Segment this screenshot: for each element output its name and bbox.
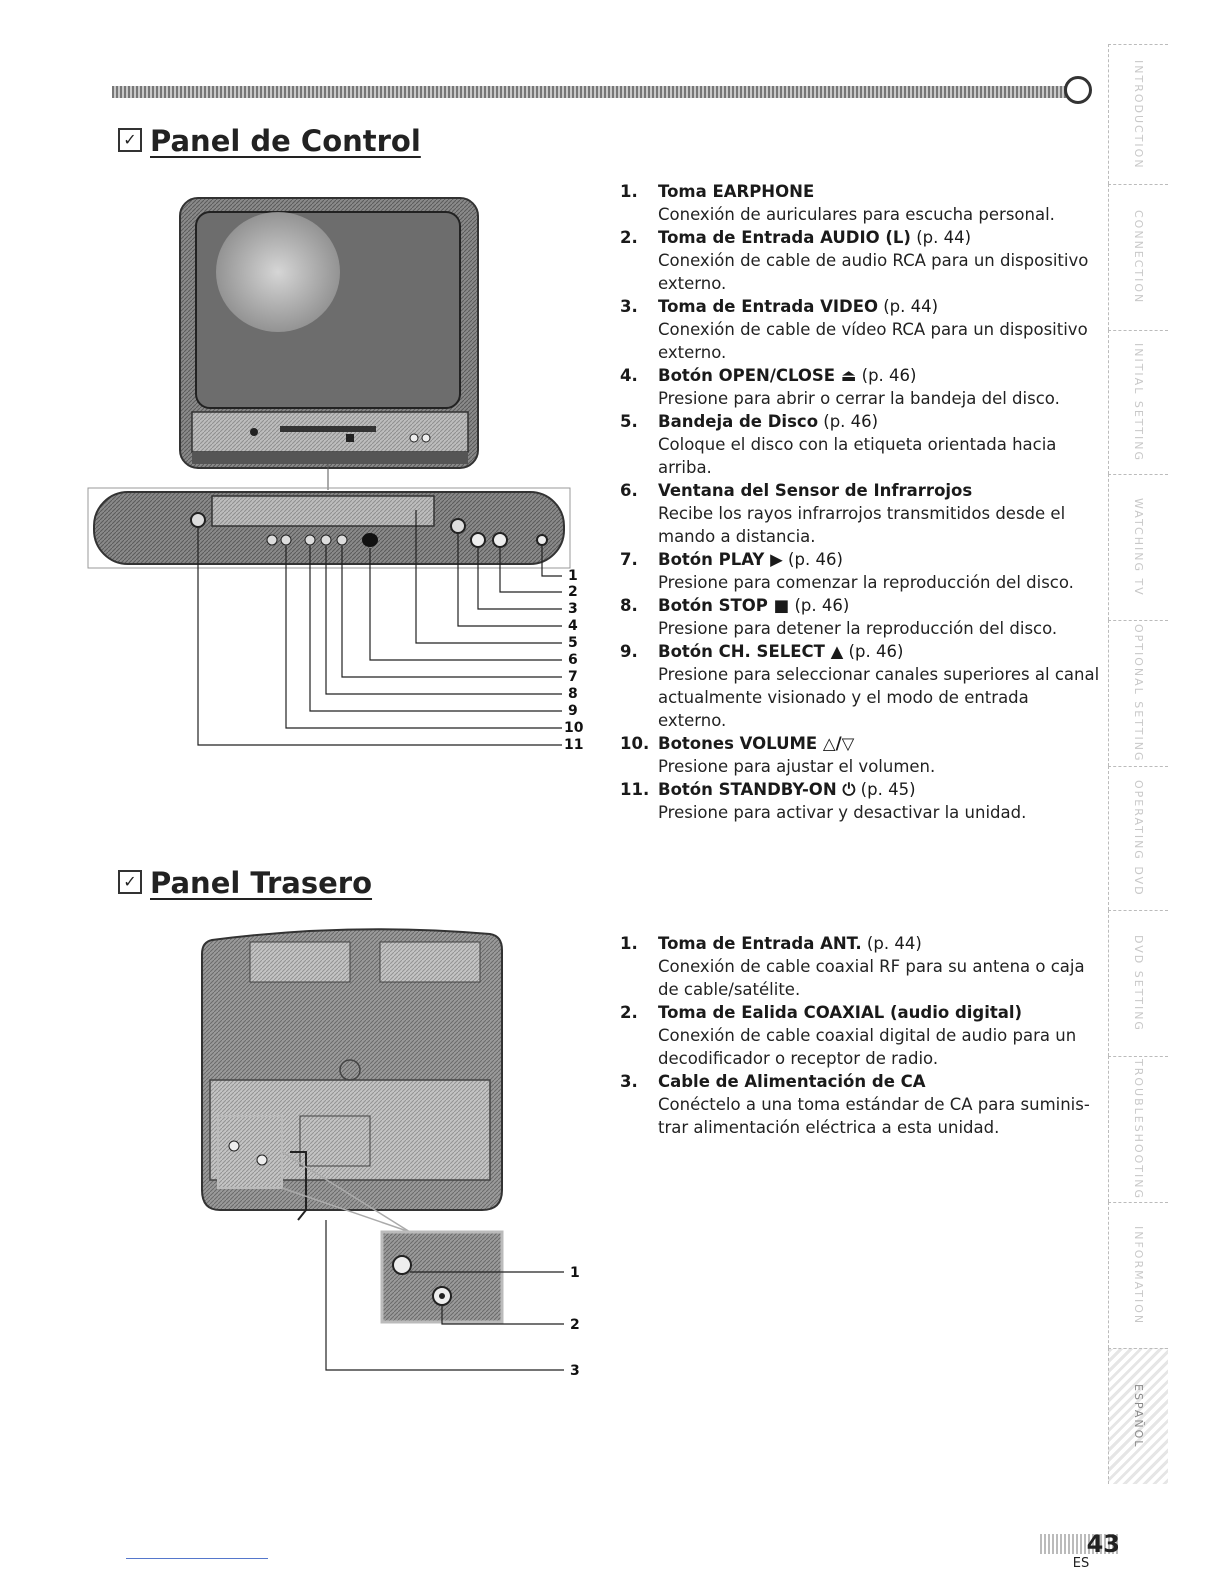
control-panel-figure: 1 2 3 4 5 6 7 8 9 10 11 (87, 197, 584, 753)
tab-information[interactable]: INFORMATION (1108, 1202, 1168, 1348)
page-number: 43 (1086, 1530, 1120, 1558)
tab-dvd-setting[interactable]: DVD SETTING (1108, 910, 1168, 1056)
list-item: 2.Toma de Entrada AUDIO (L) (p. 44)Conex… (620, 228, 1089, 293)
callout-9: 9 (568, 703, 578, 719)
callout-6: 6 (568, 652, 578, 668)
tab-troubleshooting[interactable]: TROUBLESHOOTING (1108, 1056, 1168, 1202)
control-panel-enlarged (93, 491, 565, 565)
rear-callout-numbers: 1 2 3 (570, 1265, 580, 1379)
section-side-tabs: INTRODUCTION CONNECTION INITIAL SETTING … (1108, 44, 1180, 1484)
callout-8: 8 (568, 686, 578, 702)
callout-2: 2 (568, 584, 578, 600)
tab-espanol[interactable]: ESPAÑOL (1108, 1348, 1168, 1484)
callout-11: 11 (564, 737, 583, 753)
control-leader-lines (197, 510, 562, 746)
checkbox-icon: ✓ (118, 128, 142, 152)
list-item: 11.Botón STANDBY-ON ⏻ (p. 45)Presione pa… (620, 780, 1027, 822)
rear-callout-2: 2 (570, 1317, 580, 1333)
page-number-decoration (1040, 1534, 1120, 1554)
footer-rule (126, 1558, 268, 1559)
list-item: 8.Botón STOP ■ (p. 46)Presione para dete… (620, 596, 1058, 638)
header-rule (112, 86, 1070, 98)
rear-callout-1: 1 (570, 1265, 580, 1281)
list-item: 7.Botón PLAY ▶ (p. 46)Presione para come… (620, 550, 1074, 592)
list-item: 4.Botón OPEN/CLOSE ⏏ (p. 46)Presione par… (620, 366, 1060, 408)
callout-4: 4 (568, 618, 578, 634)
tab-connection[interactable]: CONNECTION (1108, 184, 1168, 330)
callout-1: 1 (568, 568, 578, 584)
tab-initial-setting[interactable]: INITIAL SETTING (1108, 330, 1168, 474)
control-callout-numbers: 1 2 3 4 5 6 7 8 9 10 11 (564, 568, 584, 753)
list-item: 9.Botón CH. SELECT ▲ (p. 46)Presione par… (620, 642, 1100, 730)
callout-3: 3 (568, 601, 578, 617)
rear-leader-lines (325, 1220, 564, 1371)
list-item: 10.Botones VOLUME △/▽Presione para ajust… (620, 734, 936, 776)
list-item: 2.Toma de Ealida COAXIAL (audio digital)… (620, 1003, 1077, 1068)
tab-operating-dvd[interactable]: OPERATING DVD (1108, 766, 1168, 910)
tv-front-illustration (179, 197, 479, 469)
callout-7: 7 (568, 669, 578, 685)
rear-panel-descriptions: 1.Toma de Entrada ANT. (p. 44)Conexión d… (620, 932, 1100, 1139)
list-item: 5.Bandeja de Disco (p. 46)Coloque el dis… (620, 412, 1057, 477)
callout-10: 10 (564, 720, 584, 736)
list-item: 3.Toma de Entrada VIDEO (p. 44)Conexión … (620, 297, 1088, 362)
tv-rear-illustration (201, 928, 503, 1221)
rear-panel-figure: 1 2 3 (201, 928, 580, 1379)
rear-panel-title: ✓Panel Trasero (118, 866, 372, 900)
rear-callout-3: 3 (570, 1363, 580, 1379)
tab-optional-setting[interactable]: OPTIONAL SETTING (1108, 620, 1168, 766)
tab-watching-tv[interactable]: WATCHING TV (1108, 474, 1168, 620)
list-item: 1.Toma de Entrada ANT. (p. 44)Conexión d… (620, 934, 1085, 999)
control-panel-title: ✓Panel de Control (118, 124, 421, 158)
callout-5: 5 (568, 635, 578, 651)
checkbox-icon: ✓ (118, 870, 142, 894)
header-rule-end-circle (1064, 76, 1092, 104)
page-language: ES (1072, 1556, 1090, 1571)
tab-introduction[interactable]: INTRODUCTION (1108, 44, 1168, 184)
